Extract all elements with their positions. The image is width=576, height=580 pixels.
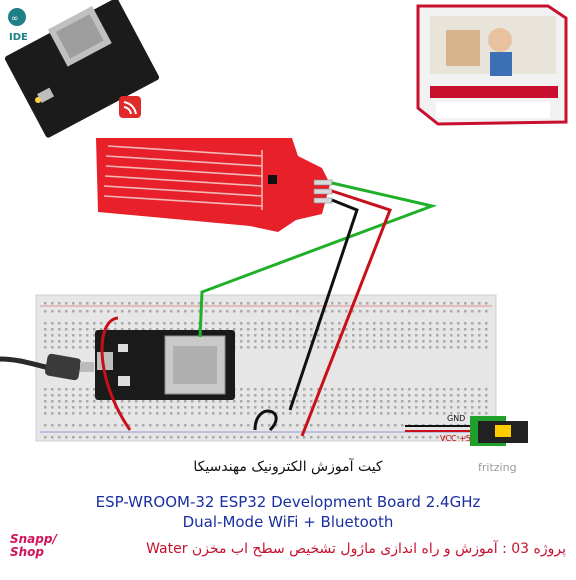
- kit-box-photo: [416, 4, 568, 126]
- board-title-line2: Dual-Mode WiFi + Bluetooth: [182, 513, 394, 531]
- arduino-logo: ∞: [8, 8, 26, 26]
- esp32-board-photo: [4, 0, 160, 138]
- espressif-logo: [119, 96, 141, 118]
- black-wire: [288, 198, 359, 411]
- project-footer: پروژه 03 : آموزش و راه اندازی ماژول تشخی…: [146, 541, 566, 557]
- red-loop: [100, 316, 132, 431]
- arduino-ide-label: IDE: [9, 32, 28, 43]
- power-jack: [470, 416, 528, 446]
- black-loop: [253, 409, 278, 432]
- fritzing-watermark: fritzing: [478, 461, 517, 474]
- red-wire: [300, 189, 392, 437]
- green-wire: [198, 181, 438, 338]
- water-level-sensor: [96, 138, 333, 232]
- esp32-module: [95, 330, 235, 400]
- logo-line2: Shop: [10, 545, 45, 559]
- kit-title: کیت آموزش الکترونیک مهندسیکا: [193, 459, 383, 475]
- board-title-line1: ESP-WROOM-32 ESP32 Development Board 2.4…: [95, 493, 481, 511]
- wires: [100, 181, 470, 437]
- vcc-label: VCC +5: [440, 434, 471, 443]
- logo-line1: Snapp/: [10, 532, 57, 546]
- usb-cable: [0, 353, 94, 381]
- gnd-label: GND: [447, 414, 466, 423]
- svg-text:∞: ∞: [11, 14, 19, 24]
- snappshop-logo: Snapp/ Shop: [10, 533, 60, 569]
